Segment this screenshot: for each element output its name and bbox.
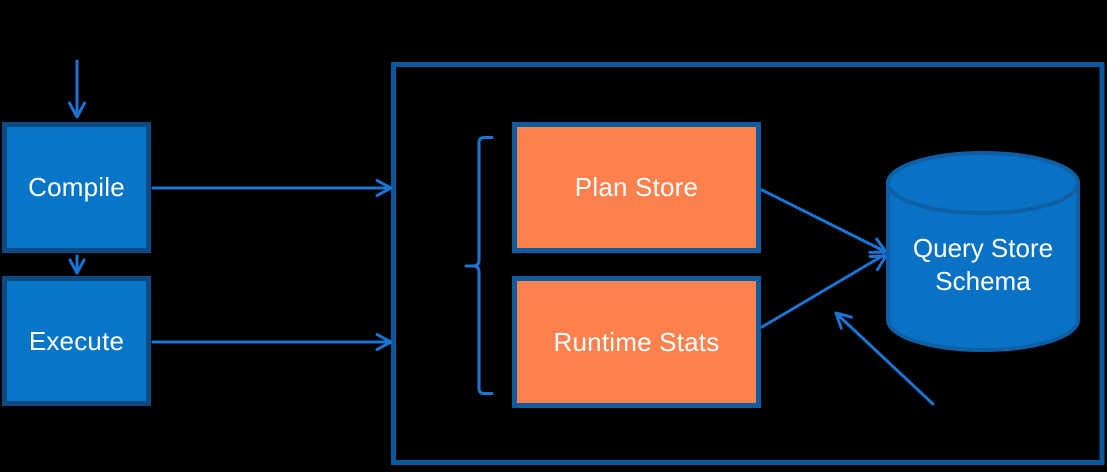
arrowhead-compile-to-container xyxy=(375,179,393,197)
query-store-schema-label-line1: Query Store xyxy=(912,233,1054,263)
arrow-external-to-schema xyxy=(836,313,935,406)
plan-store-node: Plan Store xyxy=(512,122,761,253)
compile-node: Compile xyxy=(2,122,151,253)
arrowhead-execute-to-container xyxy=(375,333,393,351)
arrow-runtime-stats-to-schema xyxy=(760,253,886,329)
query-store-schema-label-line2: Schema xyxy=(935,266,1031,296)
execute-label: Execute xyxy=(28,325,125,356)
runtime-stats-node: Runtime Stats xyxy=(512,276,761,408)
compile-label: Compile xyxy=(28,172,125,202)
arrowhead-into-compile xyxy=(68,101,86,119)
arrowhead-compile-to-execute xyxy=(68,258,86,275)
left-curly-brace xyxy=(464,136,494,395)
query-store-schema-label: Query Store Schema xyxy=(888,200,1078,330)
execute-node: Execute xyxy=(2,276,151,406)
arrowhead-external-to-schema xyxy=(834,311,853,330)
runtime-stats-label: Runtime Stats xyxy=(553,326,720,357)
query-store-container-outline xyxy=(391,62,1105,465)
plan-store-label: Plan Store xyxy=(574,172,699,202)
database-cylinder-body xyxy=(886,181,1080,352)
arrow-plan-store-to-schema xyxy=(760,188,886,253)
database-cylinder-top xyxy=(886,151,1080,215)
